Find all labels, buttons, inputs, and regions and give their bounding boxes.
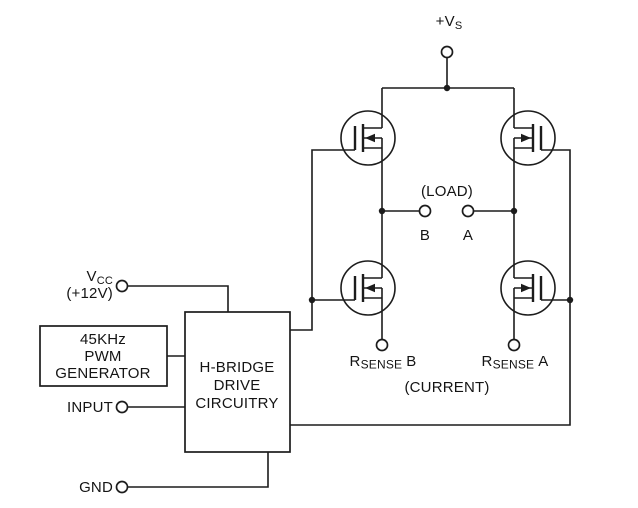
drive-box-line2: DRIVE bbox=[214, 377, 261, 394]
gnd-wire bbox=[127, 452, 269, 488]
load-terminal-a bbox=[461, 204, 475, 218]
load-label: (LOAD) bbox=[421, 183, 473, 200]
vcc-terminal bbox=[115, 279, 129, 293]
mosfet-arrow-icon bbox=[365, 133, 375, 143]
supply-label: +VS bbox=[436, 13, 463, 32]
drive-box-line1: H-BRIDGE bbox=[200, 359, 275, 376]
mosfet-arrow-icon bbox=[521, 133, 531, 143]
mosfet-bottom-left bbox=[340, 260, 396, 316]
mosfet-body-circle bbox=[340, 260, 396, 316]
left-gate-junction-dot bbox=[308, 296, 316, 304]
supply-junction-dot bbox=[443, 84, 451, 92]
mosfet-body-circle bbox=[500, 260, 556, 316]
pwm-generator-block: 45KHz PWM GENERATOR bbox=[39, 325, 185, 387]
input-section: INPUT bbox=[67, 399, 185, 416]
left-gate-wire bbox=[290, 149, 355, 331]
current-label: (CURRENT) bbox=[404, 379, 489, 396]
mosfet-bottom-right bbox=[500, 260, 556, 316]
drive-circuitry-box bbox=[184, 311, 291, 453]
gnd-section: GND bbox=[79, 452, 269, 496]
rsense-a-subscript: SENSE bbox=[493, 358, 535, 372]
mosfet-arrow-icon bbox=[365, 283, 375, 293]
drive-box-line3: CIRCUITRY bbox=[195, 395, 278, 412]
load-b-junction-dot bbox=[378, 207, 386, 215]
pwm-box-line3: GENERATOR bbox=[55, 365, 150, 382]
vcc-label-subscript: CC bbox=[97, 275, 113, 287]
mosfet-body-circle bbox=[340, 110, 396, 166]
terminal-a-label: A bbox=[463, 227, 473, 244]
vs-terminal bbox=[440, 45, 454, 59]
load-a-junction-dot bbox=[510, 207, 518, 215]
supply-label-subscript: S bbox=[455, 20, 463, 32]
bridge-conductors bbox=[381, 88, 515, 340]
mosfet-top-right bbox=[500, 110, 556, 166]
drive-circuitry-block: H-BRIDGE DRIVE CIRCUITRY bbox=[184, 311, 291, 453]
right-gate-wire bbox=[290, 149, 571, 426]
gnd-terminal bbox=[115, 480, 129, 494]
input-terminal bbox=[115, 400, 129, 414]
load-section: (LOAD) B A bbox=[378, 183, 518, 244]
mosfet-top-left bbox=[340, 110, 396, 166]
vcc-wire bbox=[127, 285, 229, 312]
gnd-label: GND bbox=[79, 479, 113, 496]
vcc-label: VCC bbox=[86, 268, 113, 287]
pwm-box-line1: 45KHz bbox=[80, 331, 126, 348]
vcc-voltage-label: (+12V) bbox=[66, 285, 113, 302]
terminal-b-label: B bbox=[420, 227, 430, 244]
mosfet-body-circle bbox=[500, 110, 556, 166]
supply-section: +VS bbox=[382, 13, 514, 92]
pwm-box-line2: PWM bbox=[84, 348, 121, 365]
vcc-section: VCC (+12V) bbox=[66, 268, 229, 312]
gate-wiring bbox=[290, 149, 574, 426]
rsense-b-subscript: SENSE bbox=[361, 358, 403, 372]
pwm-generator-box bbox=[39, 325, 168, 387]
input-label: INPUT bbox=[67, 399, 113, 416]
rsense-a-terminal bbox=[507, 338, 521, 352]
mosfet-arrow-icon bbox=[521, 283, 531, 293]
right-gate-junction-dot bbox=[566, 296, 574, 304]
rsense-b-terminal bbox=[375, 338, 389, 352]
load-terminal-b bbox=[418, 204, 432, 218]
